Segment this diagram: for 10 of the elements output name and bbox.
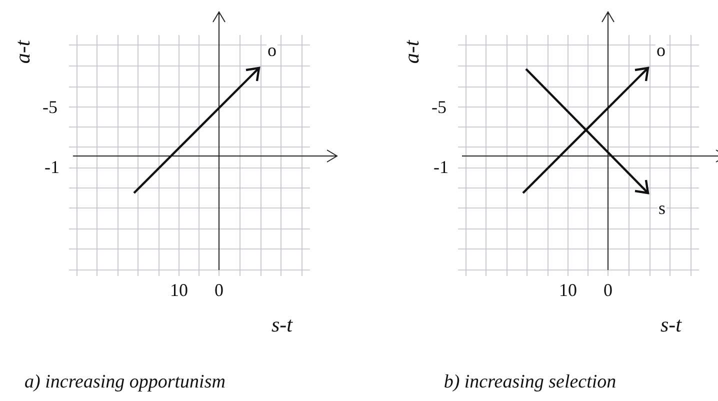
tick-label: -1 xyxy=(432,158,450,176)
tick-label: 10 xyxy=(169,281,189,299)
caption: a) increasing opportunism xyxy=(24,372,226,392)
tick-label: 0 xyxy=(214,281,224,299)
tick-label: 10 xyxy=(558,281,578,299)
tick-label: -5 xyxy=(430,98,448,116)
tick-label: -1 xyxy=(44,158,60,176)
caption: b) increasing selection xyxy=(442,372,618,392)
tick-label: 0 xyxy=(602,281,614,299)
tick-label: -5 xyxy=(42,98,58,116)
